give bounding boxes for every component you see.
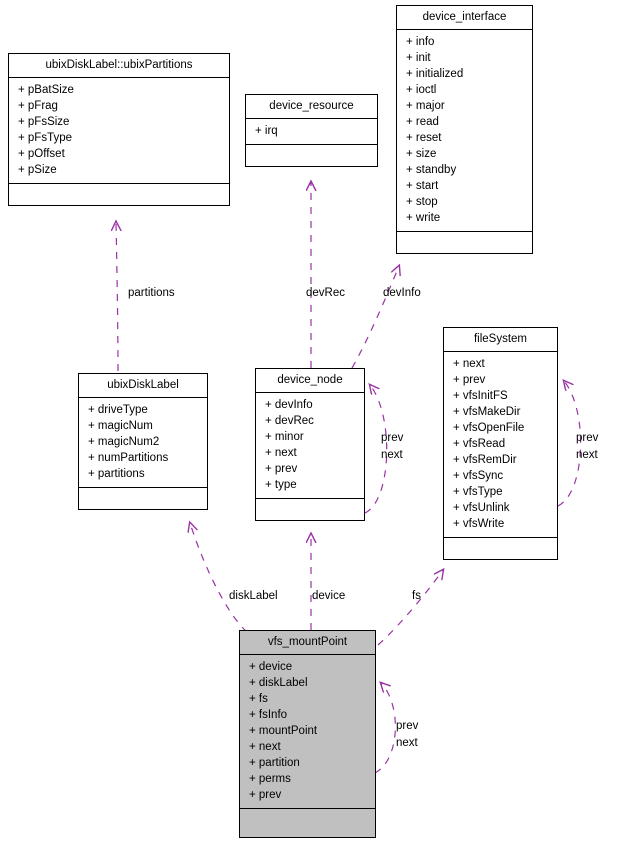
edge-vfs-mountpoint-self [374, 683, 396, 774]
edge-label-filesystem-prev: prev [576, 432, 599, 444]
class-attributes: + irq [246, 119, 377, 145]
attribute-row: + mountPoint [249, 725, 318, 737]
edge-label-device-node-next: next [381, 449, 403, 461]
attribute-row: + initialized [406, 68, 464, 80]
class-methods [9, 184, 229, 205]
attribute-row: + vfsType [453, 486, 503, 498]
edge-label-devrec: devRec [306, 287, 345, 299]
attribute-row: + pFsSize [18, 116, 70, 128]
class-box-filesystem[interactable]: fileSystem + next + prev + vfsInitFS + v… [443, 327, 558, 560]
edge-label-device-node-prev: prev [381, 432, 404, 444]
attribute-row: + vfsSync [453, 470, 504, 482]
class-box-vfs-mountpoint[interactable]: vfs_mountPoint + device + diskLabel + fs… [239, 630, 376, 838]
class-methods [397, 232, 532, 253]
attribute-row: + devInfo [265, 399, 313, 411]
attribute-row: + fsInfo [249, 709, 288, 721]
attribute-row: + pFsType [18, 132, 73, 144]
attribute-row: + prev [453, 374, 486, 386]
attribute-row: + prev [265, 463, 298, 475]
attribute-row: + standby [406, 164, 457, 176]
attribute-row: + partition [249, 757, 300, 769]
attribute-row: + info [406, 36, 435, 48]
attribute-row: + start [406, 180, 439, 192]
class-attributes: + device + diskLabel + fs + fsInfo + mou… [240, 655, 375, 809]
class-title: vfs_mountPoint [240, 631, 375, 655]
class-title: device_resource [246, 95, 377, 119]
edge-label-disklabel: diskLabel [229, 590, 278, 602]
attribute-row: + read [406, 116, 439, 128]
class-attributes: + driveType + magicNum + magicNum2 + num… [79, 398, 207, 488]
attribute-row: + perms [249, 773, 291, 785]
class-box-device-interface[interactable]: device_interface + info + init + initial… [396, 5, 533, 254]
attribute-row: + vfsRemDir [453, 454, 517, 466]
attribute-row: + magicNum2 [88, 436, 160, 448]
edge-label-fs: fs [412, 590, 421, 602]
class-methods [256, 499, 364, 520]
attribute-row: + vfsMakeDir [453, 406, 521, 418]
attribute-row: + major [406, 100, 445, 112]
edge-disklabel [190, 523, 248, 633]
attribute-row: + stop [406, 196, 438, 208]
attribute-row: + type [265, 479, 297, 491]
attribute-row: + init [406, 52, 431, 64]
attribute-row: + vfsWrite [453, 518, 505, 530]
attribute-row: + write [406, 212, 441, 224]
class-title: device_node [256, 369, 364, 393]
attribute-row: + pSize [18, 164, 57, 176]
attribute-row: + driveType [88, 404, 148, 416]
class-box-device-resource[interactable]: device_resource + irq [245, 94, 378, 167]
edge-label-vfs-mountpoint-prev: prev [396, 720, 419, 732]
class-box-ubixdisklabel[interactable]: ubixDiskLabel + driveType + magicNum + m… [78, 373, 208, 510]
attribute-row: + numPartitions [88, 452, 169, 464]
class-title: fileSystem [444, 328, 557, 352]
edge-label-partitions: partitions [128, 287, 175, 299]
attribute-row: + magicNum [88, 420, 153, 432]
attribute-row: + size [406, 148, 437, 160]
class-attributes: + pBatSize + pFrag + pFsSize + pFsType +… [9, 78, 229, 184]
class-title: ubixDiskLabel [79, 374, 207, 398]
class-title: device_interface [397, 6, 532, 30]
attribute-row: + ioctl [406, 84, 437, 96]
attribute-row: + pFrag [18, 100, 58, 112]
class-attributes: + next + prev + vfsInitFS + vfsMakeDir +… [444, 352, 557, 538]
attribute-row: + vfsUnlink [453, 502, 510, 514]
attribute-row: + vfsRead [453, 438, 506, 450]
attribute-row: + diskLabel [249, 677, 308, 689]
edge-label-filesystem-next: next [576, 449, 598, 461]
edge-label-device: device [312, 590, 346, 602]
attribute-row: + pOffset [18, 148, 65, 160]
attribute-row: + next [249, 741, 281, 753]
attribute-row: + next [453, 358, 485, 370]
class-methods [79, 488, 207, 509]
attribute-row: + reset [406, 132, 442, 144]
edge-fs [377, 570, 443, 646]
attribute-row: + irq [255, 125, 278, 137]
attribute-row: + devRec [265, 415, 314, 427]
class-title: ubixDiskLabel::ubixPartitions [9, 54, 229, 78]
attribute-row: + next [265, 447, 297, 459]
attribute-row: + vfsOpenFile [453, 422, 525, 434]
class-attributes: + info + init + initialized + ioctl + ma… [397, 30, 532, 232]
edge-label-devinfo: devInfo [383, 287, 421, 299]
attribute-row: + minor [265, 431, 304, 443]
attribute-row: + partitions [88, 468, 145, 480]
class-box-device-node[interactable]: device_node + devInfo + devRec + minor +… [255, 368, 365, 521]
edge-devinfo [351, 266, 399, 369]
class-methods [444, 538, 557, 559]
class-methods [240, 809, 375, 837]
edge-partitions [116, 222, 118, 372]
attribute-row: + device [249, 661, 293, 673]
attribute-row: + pBatSize [18, 84, 74, 96]
class-attributes: + devInfo + devRec + minor + next + prev… [256, 393, 364, 499]
class-box-ubixpartitions[interactable]: ubixDiskLabel::ubixPartitions + pBatSize… [8, 53, 230, 206]
class-methods [246, 145, 377, 166]
attribute-row: + vfsInitFS [453, 390, 508, 402]
attribute-row: + fs [249, 693, 268, 705]
edge-label-vfs-mountpoint-next: next [396, 737, 418, 749]
attribute-row: + prev [249, 789, 282, 801]
